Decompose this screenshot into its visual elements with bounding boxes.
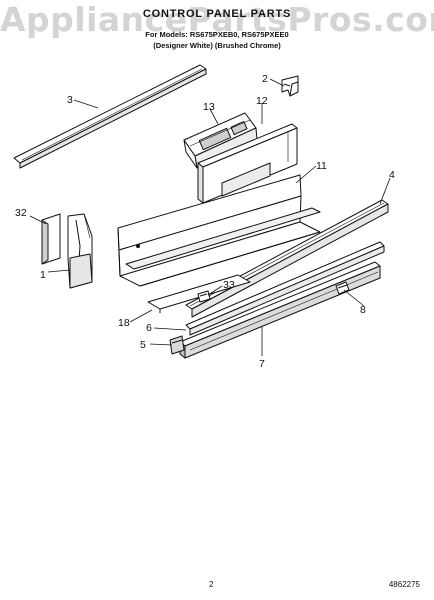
callout-32: 32 <box>15 207 27 219</box>
callout-3: 3 <box>67 94 73 106</box>
part-1-side-bracket <box>67 213 93 289</box>
part-18-cover-plate <box>147 274 251 313</box>
part-6-lower-trim <box>185 241 385 336</box>
callout-5: 5 <box>140 339 146 351</box>
callout-13: 13 <box>203 101 215 113</box>
part-5-end-cap <box>169 335 185 355</box>
callout-1: 1 <box>40 269 46 281</box>
part-12-control-panel <box>197 123 298 204</box>
document-code: 4862275 <box>388 580 420 589</box>
part-32-left-end-cap <box>41 213 61 265</box>
part-33-clip <box>197 290 211 303</box>
models-line: For Models: RS675PXEB0, RS675PXEE0 <box>145 30 289 39</box>
part-11-back-panel <box>117 174 321 287</box>
callout-12: 12 <box>256 95 268 107</box>
part-7-channel <box>179 261 381 359</box>
watermark: AppliancePartsPros.com <box>0 0 434 39</box>
part-2-bracket <box>281 75 299 97</box>
callout-4: 4 <box>389 169 395 181</box>
callout-11: 11 <box>316 160 327 172</box>
callout-18: 18 <box>118 317 130 329</box>
callout-7: 7 <box>259 358 265 370</box>
color-line: (Designer White) (Brushed Chrome) <box>153 41 281 50</box>
page-number: 2 <box>209 580 214 589</box>
part-13-control-board <box>183 112 258 169</box>
part-3-top-trim <box>13 64 207 169</box>
diagram-title: CONTROL PANEL PARTS <box>142 8 292 20</box>
callout-33: 33 <box>223 279 235 291</box>
callout-8: 8 <box>360 304 366 316</box>
callout-6: 6 <box>146 322 152 334</box>
callout-2: 2 <box>262 73 268 85</box>
